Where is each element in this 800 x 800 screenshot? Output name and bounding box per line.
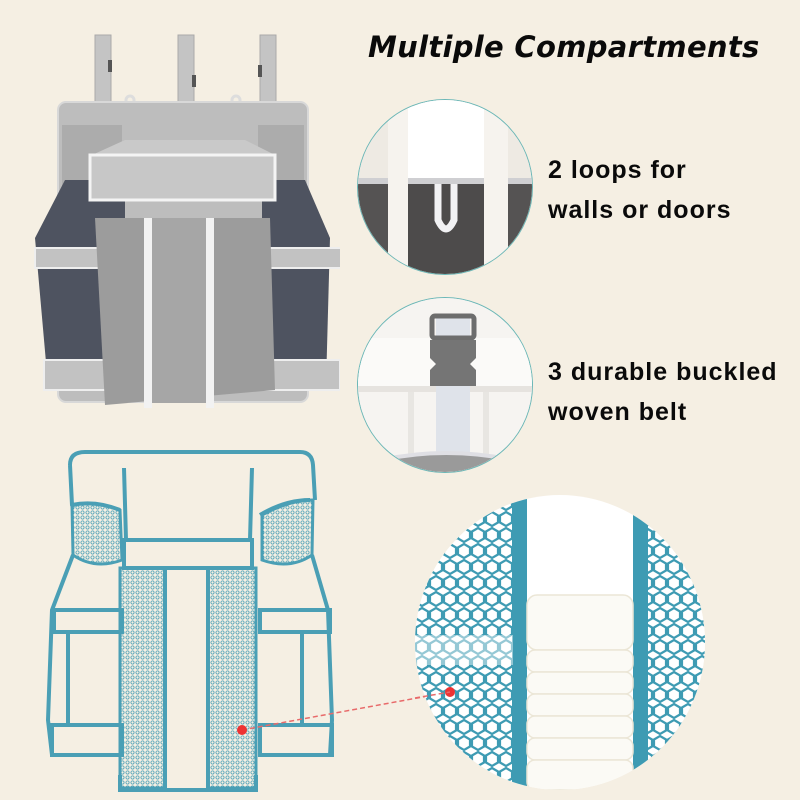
hanging-loop-icon	[358, 100, 532, 274]
feature-loops-line1: 2 loops for	[548, 156, 687, 184]
organizer-line-diagram	[40, 440, 340, 795]
feature-loops-line2: walls or doors	[548, 196, 732, 224]
mesh-detail-image	[415, 495, 705, 790]
marker-dot-diagram	[237, 725, 247, 735]
feature-loops-text: 2 loops for walls or doors	[548, 150, 731, 230]
feature-buckles-line2: woven belt	[548, 398, 688, 426]
loop-detail-image	[357, 99, 533, 275]
feature-buckles-text: 3 durable buckled woven belt	[548, 352, 778, 432]
product-photo	[30, 30, 340, 415]
feature-buckles-line1: 3 durable buckled	[548, 358, 778, 386]
page-title: Multiple Compartments	[368, 30, 760, 64]
